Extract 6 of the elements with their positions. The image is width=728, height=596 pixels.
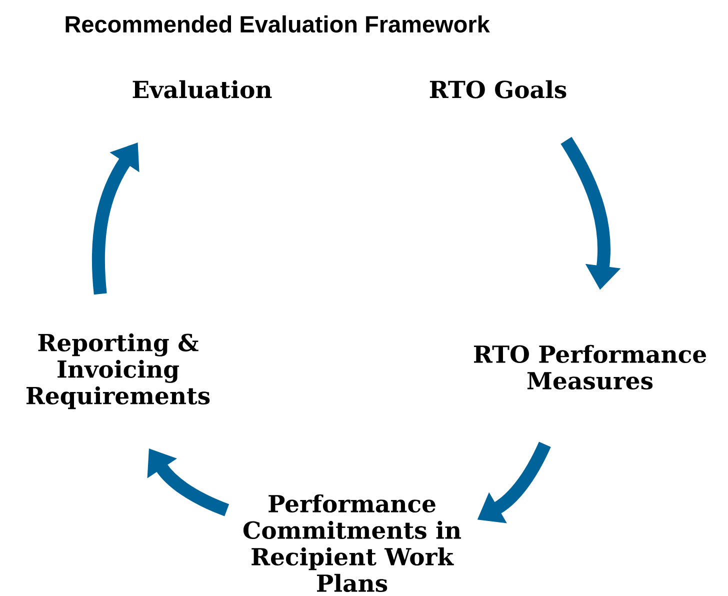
step-label: Reporting & Invoicing Requirements [26, 333, 210, 410]
step-label: Performance Commitments in Recipient Work Plans [243, 494, 461, 592]
step-label: RTO Performance Measures [474, 344, 706, 390]
title: Recommended Evaluation Framework [66, 15, 490, 33]
step-label: RTO Goals [430, 80, 566, 98]
step-label: Evaluation [132, 80, 272, 98]
